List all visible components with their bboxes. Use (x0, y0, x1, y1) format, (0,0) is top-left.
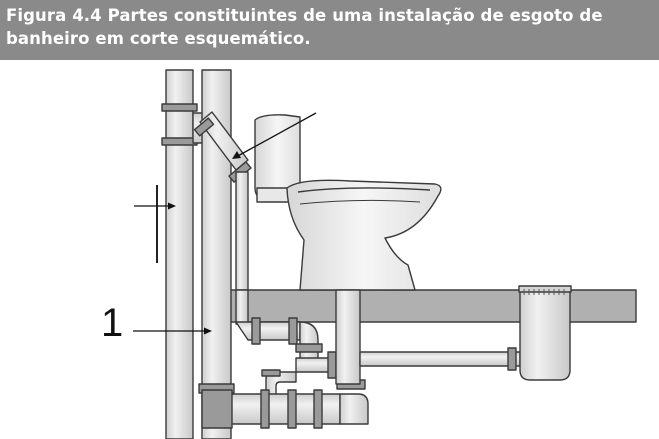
bathroom-sewage-diagram (133, 69, 637, 439)
vent-pipe (161, 69, 215, 439)
figure-caption: Figura 4.4 Partes constituintes de uma i… (0, 0, 659, 60)
floor-slab (221, 289, 637, 323)
lower-drain-piping (201, 289, 369, 429)
arrow-to-vent-branch (232, 112, 317, 159)
floor-drain-box (518, 285, 572, 381)
caption-line-2: banheiro em corte esquemático. (6, 29, 311, 48)
callout-number: 1 (101, 301, 124, 345)
leader-arrows (133, 112, 317, 335)
caption-line-1: Figura 4.4 Partes constituintes de uma i… (6, 6, 603, 25)
arrow-to-vent-pipe (134, 202, 176, 210)
arrow-to-drain-stack (133, 327, 212, 335)
toilet (254, 114, 442, 291)
branch-to-floor-drain (359, 347, 521, 371)
